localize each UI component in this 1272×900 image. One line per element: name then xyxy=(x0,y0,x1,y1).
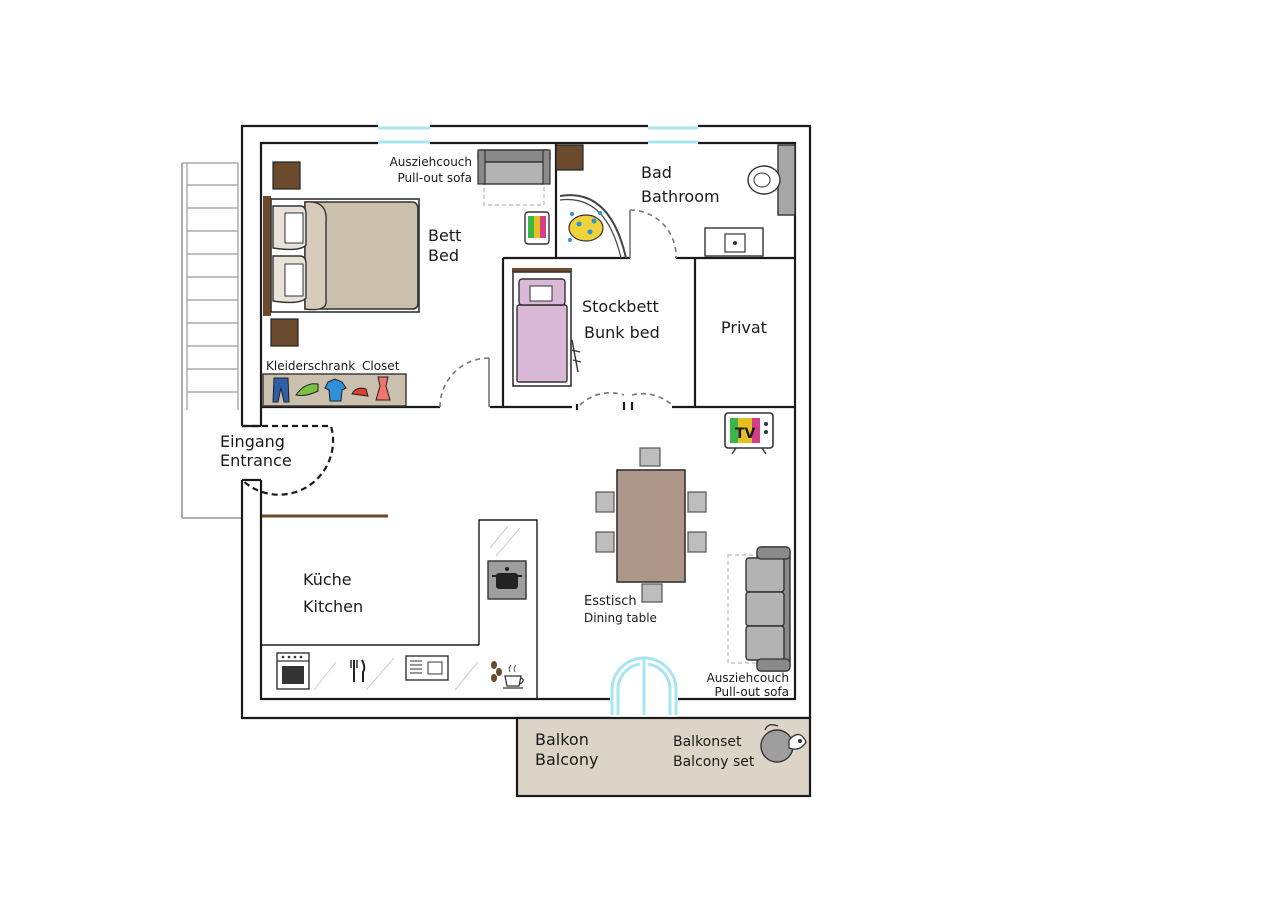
kitchen-label-en: Kitchen xyxy=(303,597,363,616)
bunk-label-de: Stockbett xyxy=(582,297,659,316)
shower-icon xyxy=(559,194,627,259)
tv-label: TV xyxy=(735,426,756,442)
cutlery-icon xyxy=(350,659,366,682)
doors xyxy=(241,209,677,496)
privat-label: Privat xyxy=(721,318,767,337)
bed-label-en: Bed xyxy=(428,246,459,265)
coffee-icon xyxy=(491,661,524,689)
interior-walls xyxy=(261,143,795,699)
closet-label-de: Kleiderschrank xyxy=(266,359,355,373)
bath-label-de: Bad xyxy=(641,163,672,182)
bed-label-de: Bett xyxy=(428,226,461,245)
dining-label-de: Esstisch xyxy=(584,594,637,609)
balconyset-label-de: Balkonset xyxy=(673,734,742,750)
pullout-right-label-de: Ausziehcouch xyxy=(707,671,789,685)
closet-label-en: Closet xyxy=(362,359,400,373)
bathroom-shelf xyxy=(555,144,584,171)
nightstand-top xyxy=(272,161,301,190)
pullout-top-label-de: Ausziehcouch xyxy=(390,155,472,169)
pullout-sofa-right xyxy=(727,546,791,672)
nightstand-bottom xyxy=(270,318,299,347)
dining-label-en: Dining table xyxy=(584,611,657,625)
clothes-icon xyxy=(272,376,391,403)
entrance-label-en: Entrance xyxy=(220,451,292,470)
pullout-top-label-en: Pull-out sofa xyxy=(398,171,473,185)
windows xyxy=(378,124,698,720)
balcony-label-en: Balcony xyxy=(535,750,598,769)
kitchen-counter xyxy=(313,525,521,691)
outer-walls xyxy=(240,124,812,720)
pullout-sofa-top xyxy=(477,149,551,206)
tv-icon: TV xyxy=(724,412,774,455)
sink-icon xyxy=(704,227,764,257)
bath-label-en: Bathroom xyxy=(641,187,720,206)
balcony xyxy=(515,716,812,798)
dining-table xyxy=(595,447,707,603)
pullout-right-label-en: Pull-out sofa xyxy=(715,685,790,699)
pot-icon xyxy=(487,560,527,600)
bunk-label-en: Bunk bed xyxy=(584,323,660,342)
staircase xyxy=(181,162,242,519)
closet xyxy=(262,373,407,407)
microwave-icon xyxy=(405,655,449,681)
kitchen-label-de: Küche xyxy=(303,570,352,589)
toilet-icon xyxy=(747,144,796,216)
balcony-label-de: Balkon xyxy=(535,730,589,749)
tablet-tv-icon xyxy=(524,211,550,245)
bed xyxy=(263,196,420,316)
oven-icon xyxy=(276,652,310,690)
bunk-bed xyxy=(512,268,582,387)
balconyset-label-en: Balcony set xyxy=(673,754,755,770)
balcony-set xyxy=(760,724,807,763)
entrance-label-de: Eingang xyxy=(220,432,285,451)
